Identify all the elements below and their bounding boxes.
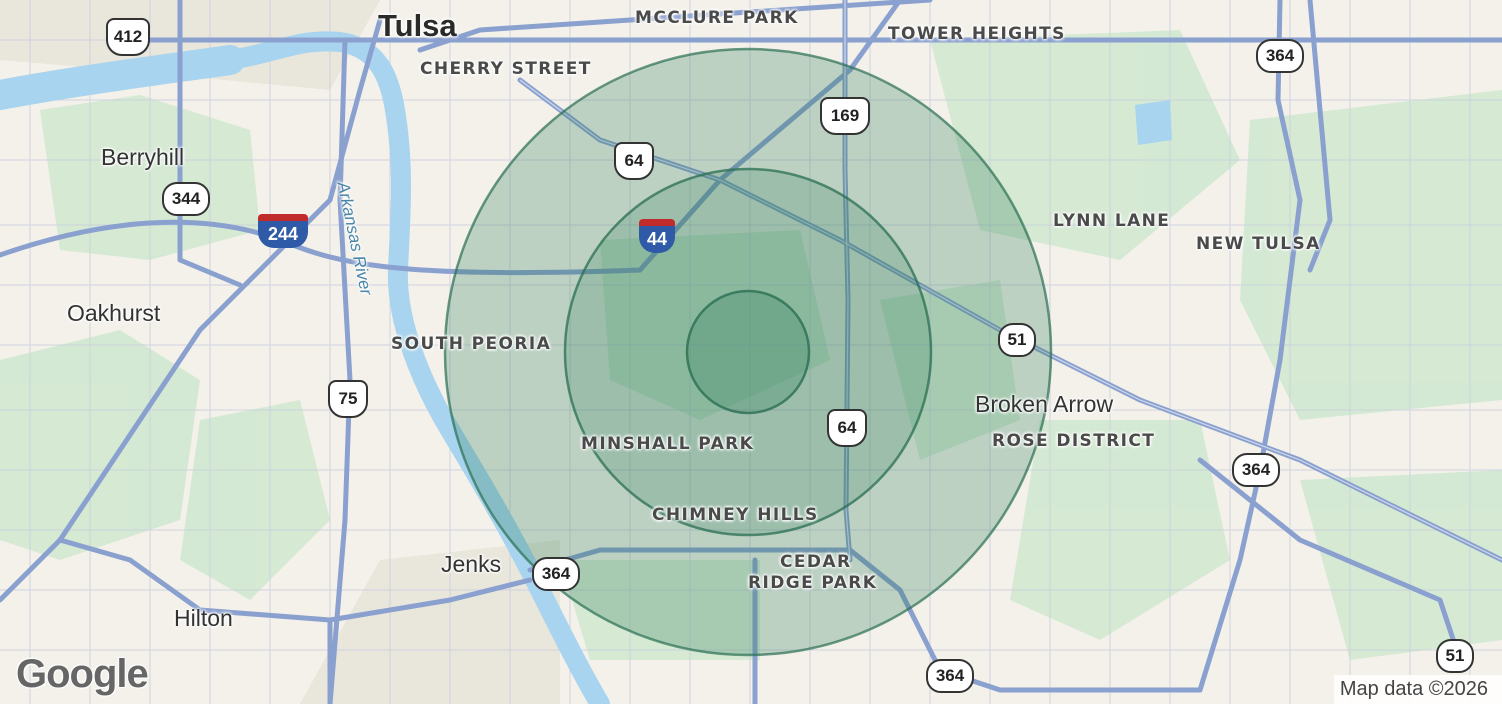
interstate-44-shield: 44 <box>639 219 675 253</box>
state-route-344-shield: 344 <box>162 182 210 216</box>
radius-ring-inner <box>685 289 811 415</box>
us-route-412-shield: 412 <box>106 18 150 56</box>
us-route-169-shield: 169 <box>820 97 870 135</box>
state-route-51-se-shield: 51 <box>1436 639 1474 673</box>
us-route-64-shield: 64 <box>614 142 654 180</box>
state-route-51-shield: 51 <box>998 323 1036 357</box>
state-route-364-shield: 364 <box>1256 39 1304 73</box>
state-route-364-east-shield: 364 <box>1232 453 1280 487</box>
state-route-364-jenks-shield: 364 <box>532 557 580 591</box>
arkansas-river-water <box>0 31 610 704</box>
us-route-75-shield: 75 <box>328 380 368 418</box>
state-route-364-south-shield: 364 <box>926 659 974 693</box>
map-attribution[interactable]: Map data ©2026 <box>1333 675 1502 704</box>
google-logo: Google <box>16 652 149 696</box>
lakes <box>1135 100 1172 145</box>
radius-ring-outer <box>443 47 1053 657</box>
interstate-244-shield: 244 <box>258 214 308 248</box>
us-route-64-south-shield: 64 <box>827 409 867 447</box>
